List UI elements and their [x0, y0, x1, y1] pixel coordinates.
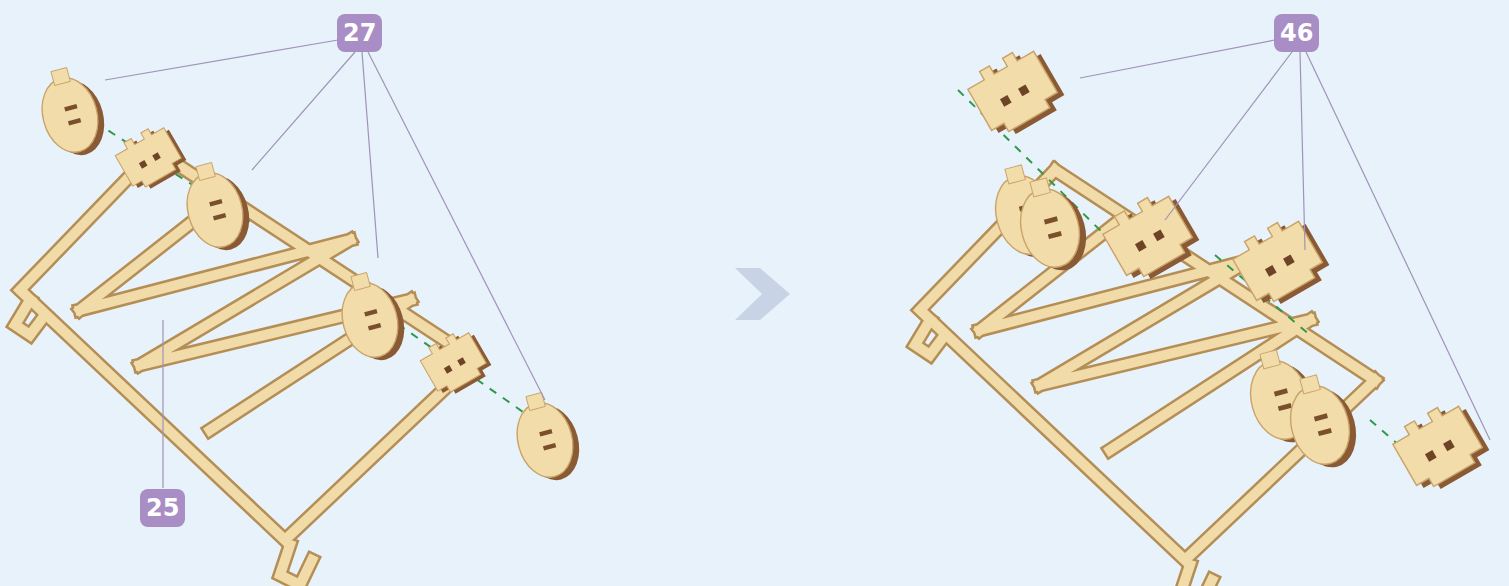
callout-number: 46 [1274, 14, 1319, 52]
callout-number: 25 [140, 489, 185, 527]
callout-number: 27 [337, 14, 382, 52]
